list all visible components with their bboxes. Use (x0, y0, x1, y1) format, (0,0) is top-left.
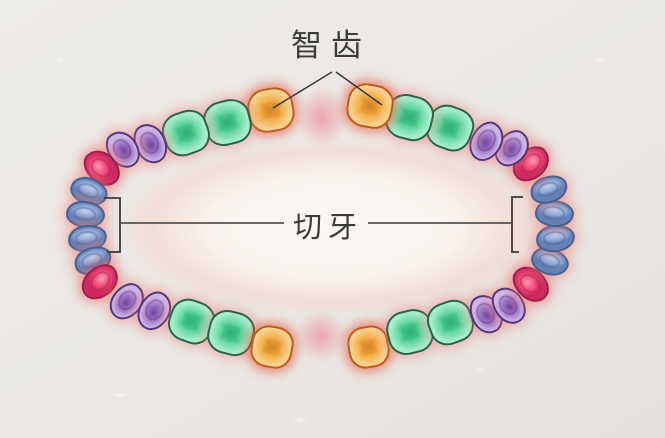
tooth-surface-detail (536, 249, 563, 271)
tooth-surface-detail (392, 315, 428, 349)
incisors-label: 切牙 (292, 210, 364, 244)
tooth-surface-detail (472, 125, 500, 154)
tooth-wisdom (344, 322, 392, 372)
tooth-wisdom (244, 84, 298, 136)
tooth-surface-detail (75, 179, 102, 201)
tooth-surface-detail (254, 94, 288, 126)
tooth-surface-detail (353, 90, 387, 122)
tooth-surface-detail (494, 290, 522, 319)
wisdom-teeth-label: 智齿 (291, 28, 371, 64)
tooth-surface-detail (431, 110, 469, 146)
tooth-wisdom (247, 322, 297, 372)
tooth-surface-detail (140, 295, 167, 324)
tooth-surface-detail (86, 266, 115, 295)
tooth-surface-detail (257, 332, 287, 362)
gum-glow-bottom (286, 300, 356, 372)
tooth-surface-detail (73, 228, 99, 246)
tooth-surface-detail (391, 99, 427, 135)
tooth-surface-detail (540, 203, 566, 221)
tooth-surface-detail (167, 115, 205, 151)
tooth-surface-detail (432, 304, 468, 340)
tooth-surface-detail (541, 229, 567, 246)
tooth-surface-detail (71, 204, 97, 222)
tooth-surface-detail (209, 104, 245, 140)
tooth-surface-detail (515, 270, 544, 298)
tooth-surface-detail (353, 332, 383, 362)
tooth-surface-detail (113, 285, 141, 314)
tooth-surface-detail (173, 303, 209, 339)
arch-interior-highlight (118, 138, 548, 316)
tooth-surface-detail (534, 178, 561, 199)
tooth-surface-detail (213, 316, 249, 350)
